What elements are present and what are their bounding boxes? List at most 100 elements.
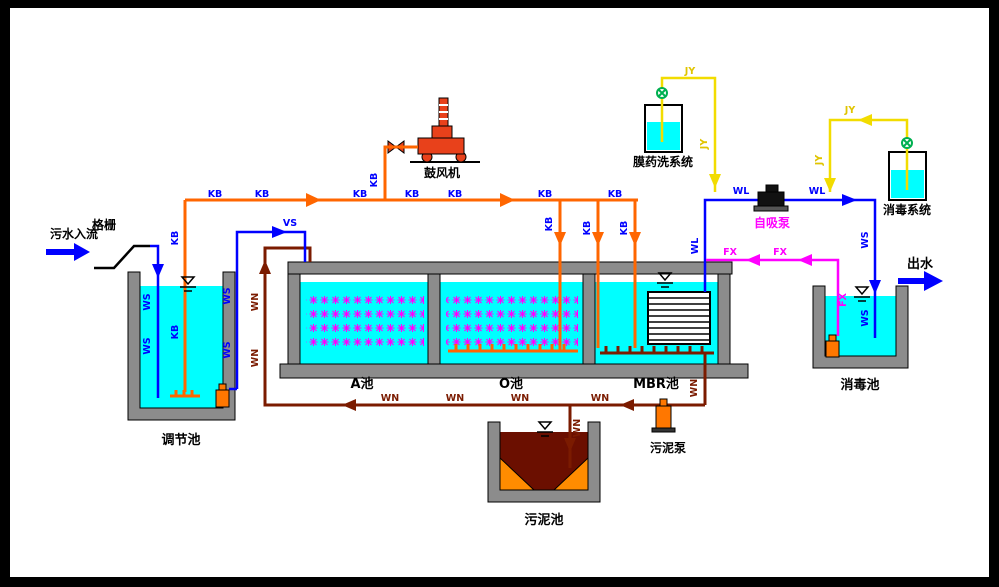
code-kb: KB <box>255 189 270 200</box>
membrane-wash-container <box>644 104 683 153</box>
sludge-pipes <box>263 246 714 468</box>
code-wn: WN <box>446 393 464 404</box>
self-priming-pump-label: 自吸泵 <box>754 215 790 230</box>
code-kb: KB <box>208 189 223 200</box>
bioreactor-base <box>279 363 749 379</box>
tank-walls <box>127 261 909 503</box>
arrow-air-down-mbr-2 <box>629 232 641 246</box>
disinfection-tank-walls <box>812 285 909 369</box>
code-kb: KB <box>448 189 463 200</box>
arrow-air-right-2 <box>500 193 515 207</box>
sludge-pump-body <box>655 405 672 429</box>
code-wn: WN <box>511 393 529 404</box>
arrow-dosing-down-2 <box>824 178 836 192</box>
code-ws: WS <box>222 287 233 304</box>
pipe-influent <box>150 244 160 398</box>
code-vs: VS <box>283 218 297 229</box>
equalization-tank-water <box>140 286 223 408</box>
code-kb: KB <box>369 173 380 188</box>
sludge-pipe-codes: WN WN WN WN WN WN WN WN <box>250 293 700 437</box>
air-arrows <box>306 193 641 246</box>
code-kb: KB <box>544 217 555 232</box>
pipe-air-blower <box>383 145 418 200</box>
code-ws: WS <box>142 293 153 310</box>
mbr-membrane-module <box>647 291 711 345</box>
code-fx: FX <box>723 247 737 258</box>
code-kb: KB <box>608 189 623 200</box>
self-priming-pump-base <box>753 205 789 212</box>
water-arrows <box>46 194 943 294</box>
screen-label: 格栅 <box>92 217 116 232</box>
sludge-pump-motor <box>659 398 668 407</box>
eq-lift-pump-motor <box>218 383 227 391</box>
valve-disinfect-cross <box>902 138 912 148</box>
valve-membrane-wash-cross <box>657 88 667 98</box>
code-wn: WN <box>591 393 609 404</box>
backwash-pipe-codes: FX FX FX <box>723 247 849 307</box>
membrane-wash-label: 膜药洗系统 <box>633 154 693 169</box>
arrow-backwash-left-2 <box>798 254 812 266</box>
code-kb: KB <box>538 189 553 200</box>
level-symbol-sludge <box>537 421 553 437</box>
code-kb: KB <box>170 231 181 246</box>
arrow-permeate-down <box>869 280 881 294</box>
arrow-air-right-1 <box>306 193 321 207</box>
arrow-outflow <box>898 271 943 291</box>
disinfection-system-label: 消毒系统 <box>883 202 931 217</box>
code-jy: JY <box>699 139 710 151</box>
code-fx: FX <box>773 247 787 258</box>
code-kb: KB <box>170 325 181 340</box>
code-kb: KB <box>619 221 630 236</box>
membrane-plates <box>648 297 710 341</box>
tank-a-label: A池 <box>350 376 373 392</box>
arrow-sludge-up <box>259 260 271 274</box>
blower-body <box>417 137 465 155</box>
arrow-sludge-down <box>564 438 576 452</box>
water-pipe-codes: WS WS WS WS VS WL WL WL WS WS <box>142 186 871 359</box>
equalization-tank-label: 调节池 <box>161 432 200 448</box>
air-pipe-codes: KB KB KB KB KB KB KB KB KB KB KB KB KB <box>170 173 630 340</box>
arrow-sludge-left-2 <box>342 399 356 411</box>
arrow-feed-right <box>272 226 287 238</box>
code-wl: WL <box>809 186 826 197</box>
dosing-pipe-codes: JY JY JY JY <box>684 66 856 166</box>
equipment-labels: 污水入流 格栅 调节池 A池 O池 MBR池 污泥池 污泥泵 鼓风机 膜药洗系统… <box>50 154 934 528</box>
level-symbol-disinfect <box>854 286 870 302</box>
blower-label: 鼓风机 <box>424 165 460 180</box>
mbr-bottom-header <box>600 346 714 355</box>
code-ws: WS <box>142 337 153 354</box>
self-priming-pump-motor <box>765 184 779 193</box>
o-aeration-header <box>448 344 578 353</box>
code-fx: FX <box>838 292 849 306</box>
level-symbol-mbr <box>657 272 673 288</box>
code-ws: WS <box>860 231 871 248</box>
code-ws: WS <box>222 341 233 358</box>
sludge-tank-label: 污泥池 <box>524 512 563 528</box>
pipe-sludge-return <box>263 246 705 407</box>
arrow-air-down-o <box>554 232 566 246</box>
self-priming-pump-unit <box>753 184 789 212</box>
diffuser-grid-a <box>306 292 424 348</box>
pumps <box>215 334 840 433</box>
arrow-dosing-left <box>858 114 872 126</box>
sludge-pump-base <box>651 427 676 433</box>
disinfect-pump-motor <box>828 334 837 342</box>
disinfection-tank-label: 消毒池 <box>840 377 879 393</box>
arrow-influent-down <box>152 264 164 278</box>
inflow-label: 污水入流 <box>50 226 98 241</box>
code-wn: WN <box>572 419 583 437</box>
dosing-arrows <box>709 114 872 192</box>
code-wn: WN <box>689 379 700 397</box>
code-kb: KB <box>582 221 593 236</box>
level-symbols <box>180 272 870 437</box>
membrane-wash-liquid <box>647 122 680 150</box>
code-wl: WL <box>733 186 750 197</box>
arrow-sludge-left-1 <box>620 399 634 411</box>
arrow-inflow <box>46 243 90 261</box>
arrow-dosing-down-1 <box>709 174 721 188</box>
dosing-valves <box>656 87 913 149</box>
tank-o-label: O池 <box>499 376 523 392</box>
code-jy: JY <box>844 105 856 116</box>
